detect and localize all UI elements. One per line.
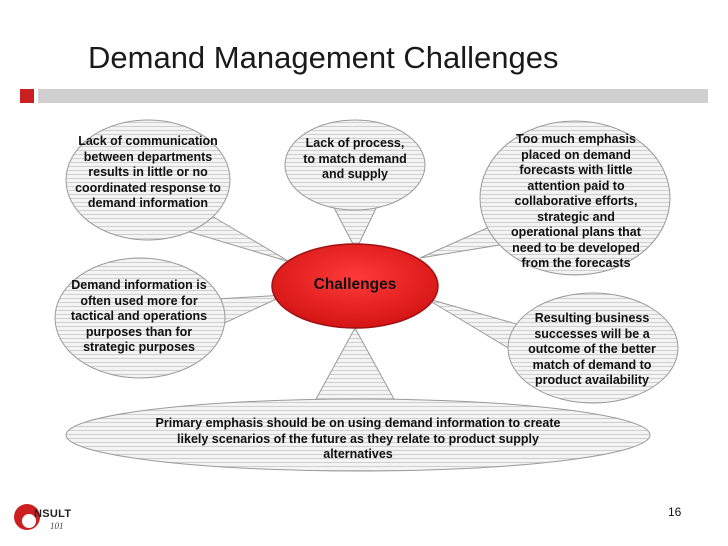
callout-bottom bbox=[65, 326, 651, 472]
consult-logo: NSULT 101 bbox=[12, 500, 82, 536]
callout-mid-right-text: Resulting business successes will be a o… bbox=[528, 311, 656, 387]
slide-title: Demand Management Challenges bbox=[88, 40, 559, 75]
title-underline-accent bbox=[20, 89, 34, 103]
title-underline bbox=[38, 89, 708, 103]
callout-top-middle-text: Lack of process, to match demand and sup… bbox=[303, 136, 407, 181]
callout-mid-left-text: Demand information is often used more fo… bbox=[70, 278, 208, 354]
logo-number: 101 bbox=[50, 521, 64, 531]
challenges-center-label: Challenges bbox=[313, 276, 397, 293]
page-number: 16 bbox=[668, 505, 682, 519]
callout-mid-left bbox=[54, 257, 286, 379]
callout-top-right bbox=[419, 120, 671, 276]
callout-top-left bbox=[65, 119, 291, 263]
callout-top-middle bbox=[284, 119, 426, 252]
callout-top-right-text: Too much emphasis placed on demand forec… bbox=[511, 132, 641, 270]
logo-word: NSULT bbox=[34, 508, 72, 520]
callout-mid-right bbox=[424, 292, 679, 404]
challenges-center-ellipse bbox=[271, 243, 439, 329]
logo-c-mark bbox=[14, 504, 40, 530]
callout-bottom-text: Primary emphasis should be on using dema… bbox=[155, 416, 561, 461]
callout-top-left-text: Lack of communication between department… bbox=[75, 134, 221, 210]
